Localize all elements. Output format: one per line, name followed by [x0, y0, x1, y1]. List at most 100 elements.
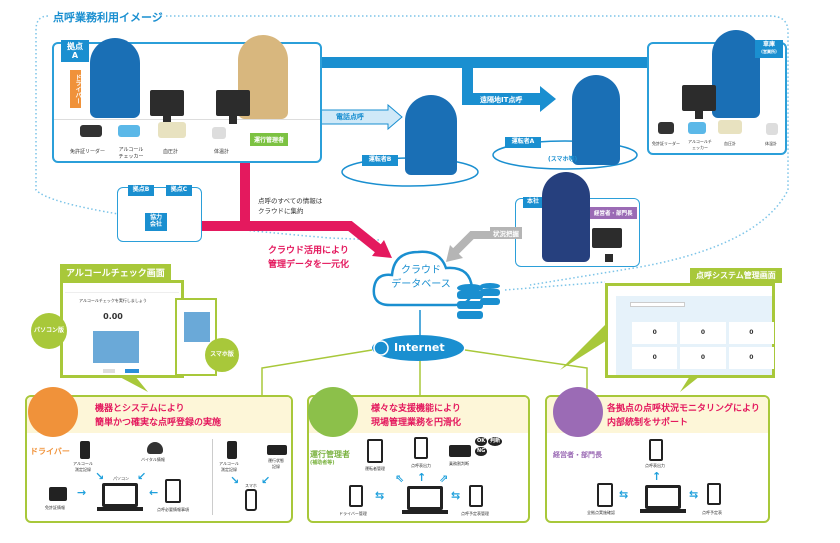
divider: [212, 439, 213, 515]
garage-tag-label: 車庫: [762, 41, 775, 48]
title-line: 簡単かつ確実な点呼登録の実施: [95, 418, 222, 429]
driver-document-icon: [349, 485, 363, 507]
it-call-main-arrow: [300, 50, 645, 75]
cloud-label-line: データベース: [391, 278, 451, 290]
manager-role-label: 運行管理者: [310, 450, 350, 459]
alcohol-heading: アルコールチェックを実行しましょう: [79, 298, 147, 303]
head-office-tag: 本社: [523, 197, 543, 208]
monitor-icon: [682, 85, 716, 119]
laptop-icon: [640, 485, 686, 513]
stat-card: 0: [680, 347, 726, 369]
screen-header: [608, 286, 772, 296]
cloud-note-line: 管理データを一元化: [268, 259, 350, 270]
driver-a-note: (スマホ等): [548, 156, 578, 163]
desk-line: [54, 119, 320, 120]
arrow-icon: ⇖: [395, 472, 405, 485]
breathalyzer-icon: [80, 441, 90, 459]
judge-badge: 判断: [488, 437, 503, 446]
arrow-icon: ⇆: [451, 489, 461, 502]
item-label: 点呼表出力: [411, 463, 431, 468]
cloud-note-line: クラウド活用により: [268, 246, 349, 256]
manager-benefit-title: 様々な支援機能により現場管理業務を円滑化: [371, 402, 461, 431]
camera-preview: [184, 312, 210, 342]
device-label: 血圧計: [163, 149, 179, 155]
thermometer-icon: [212, 127, 226, 139]
item-label: 点呼表出力: [645, 463, 665, 468]
item-label: 点呼予定表: [702, 510, 722, 515]
garage-tag: 車庫(営業所): [755, 40, 783, 58]
arrow-icon: ⇆: [375, 489, 385, 502]
smartphone-icon: [245, 489, 257, 511]
device-label: 体温計: [765, 141, 777, 146]
stat-card: 0: [728, 322, 774, 344]
mgmt-system-screen: 0 0 0 0 0 0: [605, 283, 775, 378]
database-icon: [457, 283, 500, 319]
breathalyzer-icon: [227, 441, 237, 459]
document-icon: [165, 479, 181, 503]
driver-b-label: 運転者B: [362, 155, 398, 166]
stat-card: 0: [728, 347, 774, 369]
driver-b-illustration: [405, 95, 457, 175]
all-bases-document-icon: [597, 483, 613, 507]
license-reader-icon: [658, 122, 674, 134]
executive-illustration: [542, 172, 590, 262]
arrow-icon: ↙: [137, 470, 147, 483]
page-title: 点呼業務利用イメージ: [50, 9, 166, 25]
base-select[interactable]: [630, 302, 685, 307]
truck-icon: [449, 445, 471, 457]
stat-card: 0: [632, 347, 678, 369]
globe-icon: [373, 340, 389, 356]
network-lines: [261, 349, 588, 397]
item-label: パソコン: [113, 476, 129, 481]
aggregate-note-line: クラウドに集約: [258, 206, 304, 215]
device-label: 血圧計: [724, 141, 736, 146]
arrow-icon: ↑: [417, 471, 427, 484]
manager-role: 運行管理者(補助者等): [310, 450, 350, 466]
phone-version-badge: スマホ版: [205, 338, 239, 372]
driver-avatar: [28, 387, 78, 437]
partner-tag: 協力会社: [145, 213, 167, 231]
aggregate-arrow-head: [372, 240, 392, 258]
csv-document-icon: [414, 437, 428, 459]
stat-cards: 0 0 0 0 0 0: [632, 322, 774, 369]
panel-pointer: [118, 376, 148, 392]
camera-preview: [93, 331, 139, 363]
item-label: 運行状態記録: [268, 458, 284, 469]
status-arrow-head: [446, 245, 463, 262]
license-reader-icon: [80, 125, 102, 137]
face-to-face-label: 対面点呼: [185, 61, 213, 69]
aggregate-arrow: [202, 163, 384, 254]
panel-pointer: [680, 376, 700, 392]
item-label: 全拠点実施確認: [587, 510, 615, 515]
driver-role: ドライバー: [30, 447, 70, 456]
thermometer-icon: [766, 123, 778, 135]
monitor-icon: [592, 228, 622, 262]
alcohol-checker-icon: [118, 125, 140, 137]
internet-badge: [372, 335, 464, 361]
item-label: アルコール測定記録: [73, 461, 93, 472]
arrow-icon: ↘: [230, 474, 240, 487]
title-line: 様々な支援機能により: [371, 404, 461, 414]
remote-it-arrow: [462, 68, 556, 112]
cancel-button[interactable]: [103, 369, 115, 373]
item-label: アルコール測定記録: [219, 461, 239, 472]
arrow-icon: ⇆: [619, 488, 629, 501]
item-label: 乗務割判断: [449, 461, 469, 466]
remote-it-label: 遠隔地IT点呼: [480, 96, 523, 104]
driver-a-illustration: [572, 75, 620, 165]
driver-label: ドライバー: [70, 70, 81, 108]
csv-document-icon: [649, 439, 663, 461]
title-line: 内部統制をサポート: [607, 418, 689, 429]
driver-a-label: 運転者A: [505, 137, 541, 148]
submit-button[interactable]: [125, 369, 139, 373]
driver-illustration: [90, 38, 140, 118]
item-label: 運転者管理: [365, 466, 385, 471]
cloud-note: クラウド活用により管理データを一元化: [268, 245, 349, 273]
truck-document-icon: [367, 439, 383, 463]
alcohol-check-screen: アルコールチェックを実行しましょう 0.00: [60, 280, 184, 378]
title-line: 現場管理業務を円滑化: [371, 418, 462, 429]
cloud-label-line: クラウド: [401, 265, 441, 276]
status-label: 状況把握: [490, 227, 522, 239]
area-border-right: [130, 15, 789, 286]
